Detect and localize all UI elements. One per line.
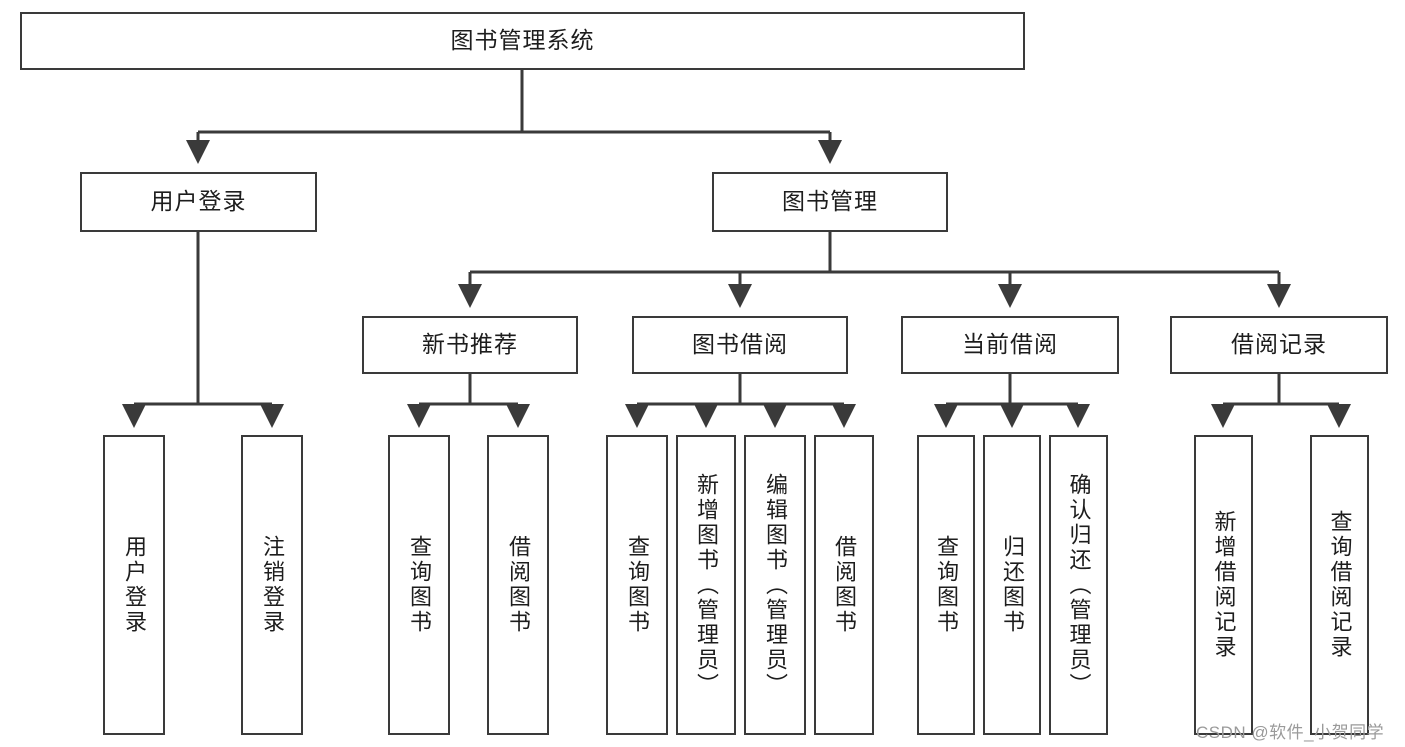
node-label: 借阅图书 — [832, 535, 857, 635]
node-label: 当前借阅 — [962, 331, 1058, 358]
node-label: 查询图书 — [934, 535, 959, 635]
node-label: 图书借阅 — [692, 331, 788, 358]
node-label: 确认归还（管理员） — [1066, 472, 1092, 698]
node-leaf-user-login[interactable]: 用户登录 — [103, 435, 165, 735]
node-book-management[interactable]: 图书管理 — [712, 172, 948, 232]
node-label: 注销登录 — [260, 535, 285, 635]
node-label: 图书管理 — [782, 188, 878, 215]
node-current-borrow[interactable]: 当前借阅 — [901, 316, 1119, 374]
node-borrow-record[interactable]: 借阅记录 — [1170, 316, 1388, 374]
node-label: 查询图书 — [625, 535, 650, 635]
node-leaf-borrow-book-new[interactable]: 借阅图书 — [487, 435, 549, 735]
node-leaf-user-logout[interactable]: 注销登录 — [241, 435, 303, 735]
node-label: 新增借阅记录 — [1211, 510, 1237, 660]
node-label: 查询图书 — [407, 535, 432, 635]
node-label: 用户登录 — [150, 188, 247, 215]
node-label: 用户登录 — [122, 535, 147, 635]
node-label: 查询借阅记录 — [1327, 510, 1353, 660]
node-label: 借阅图书 — [506, 535, 531, 635]
node-leaf-query-book[interactable]: 查询图书 — [606, 435, 668, 735]
node-root-system[interactable]: 图书管理系统 — [20, 12, 1025, 70]
node-leaf-add-record[interactable]: 新增借阅记录 — [1194, 435, 1253, 735]
node-new-book-recommend[interactable]: 新书推荐 — [362, 316, 578, 374]
node-label: 新书推荐 — [422, 331, 518, 358]
node-label: 新增图书（管理员） — [694, 472, 719, 698]
node-leaf-query-record[interactable]: 查询借阅记录 — [1310, 435, 1369, 735]
node-leaf-query-book-current[interactable]: 查询图书 — [917, 435, 975, 735]
node-label: 图书管理系统 — [450, 27, 595, 54]
node-book-borrow[interactable]: 图书借阅 — [632, 316, 848, 374]
node-leaf-edit-book[interactable]: 编辑图书（管理员） — [744, 435, 806, 735]
node-label: 借阅记录 — [1231, 331, 1327, 358]
node-leaf-add-book[interactable]: 新增图书（管理员） — [676, 435, 736, 735]
node-leaf-confirm-return[interactable]: 确认归还（管理员） — [1049, 435, 1108, 735]
node-label: 归还图书 — [1000, 535, 1025, 635]
node-user-login[interactable]: 用户登录 — [80, 172, 317, 232]
node-label: 编辑图书（管理员） — [763, 472, 788, 698]
node-leaf-query-book-new[interactable]: 查询图书 — [388, 435, 450, 735]
node-leaf-borrow-book[interactable]: 借阅图书 — [814, 435, 874, 735]
node-leaf-return-book[interactable]: 归还图书 — [983, 435, 1041, 735]
